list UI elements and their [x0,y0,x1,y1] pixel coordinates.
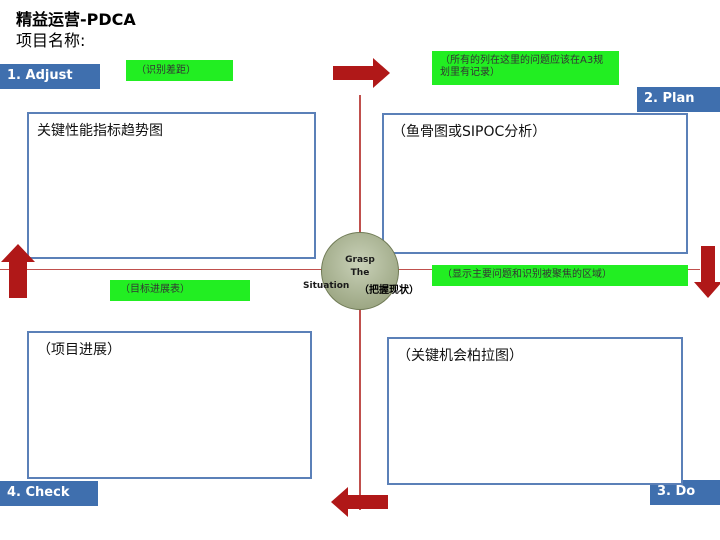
box-kpi-trend-label: 关键性能指标趋势图 [37,123,163,139]
box-fishbone: （鱼骨图或SIPOC分析） [382,113,688,254]
box-fishbone-label: （鱼骨图或SIPOC分析） [392,124,547,140]
grasp-line-1: Grasp [345,255,375,265]
page-title: 精益运营-PDCA [16,10,136,29]
arrow-left-icon [331,487,388,517]
arrow-up-icon [1,244,35,298]
box-pareto-label: （关键机会柏拉图） [397,348,523,364]
box-project-progress-label: （项目进展） [37,342,121,358]
tag-check: 4. Check [0,481,98,506]
note-plan: （所有的列在这里的问题应该在A3规划里有记录） [432,51,619,85]
box-project-progress: （项目进展） [27,331,312,479]
project-name-label: 项目名称: [16,31,86,50]
tag-adjust: 1. Adjust [0,64,100,89]
tag-plan: 2. Plan [637,87,720,112]
note-adjust: （识别差距） [126,60,233,81]
arrow-down-icon [694,246,720,298]
grasp-situation-circle [321,232,399,310]
grasp-line-3: Situation [303,281,350,291]
box-kpi-trend: 关键性能指标趋势图 [27,112,316,259]
grasp-line-2: The [350,268,370,278]
note-check: （目标进展表） [110,280,250,301]
note-do: （显示主要问题和识别被聚焦的区域） [432,265,688,286]
grasp-situation-text: Grasp The Situation [300,254,420,293]
arrow-right-icon [333,58,390,88]
grasp-situation-cn: （把握现状） [359,285,419,296]
box-pareto: （关键机会柏拉图） [387,337,683,485]
